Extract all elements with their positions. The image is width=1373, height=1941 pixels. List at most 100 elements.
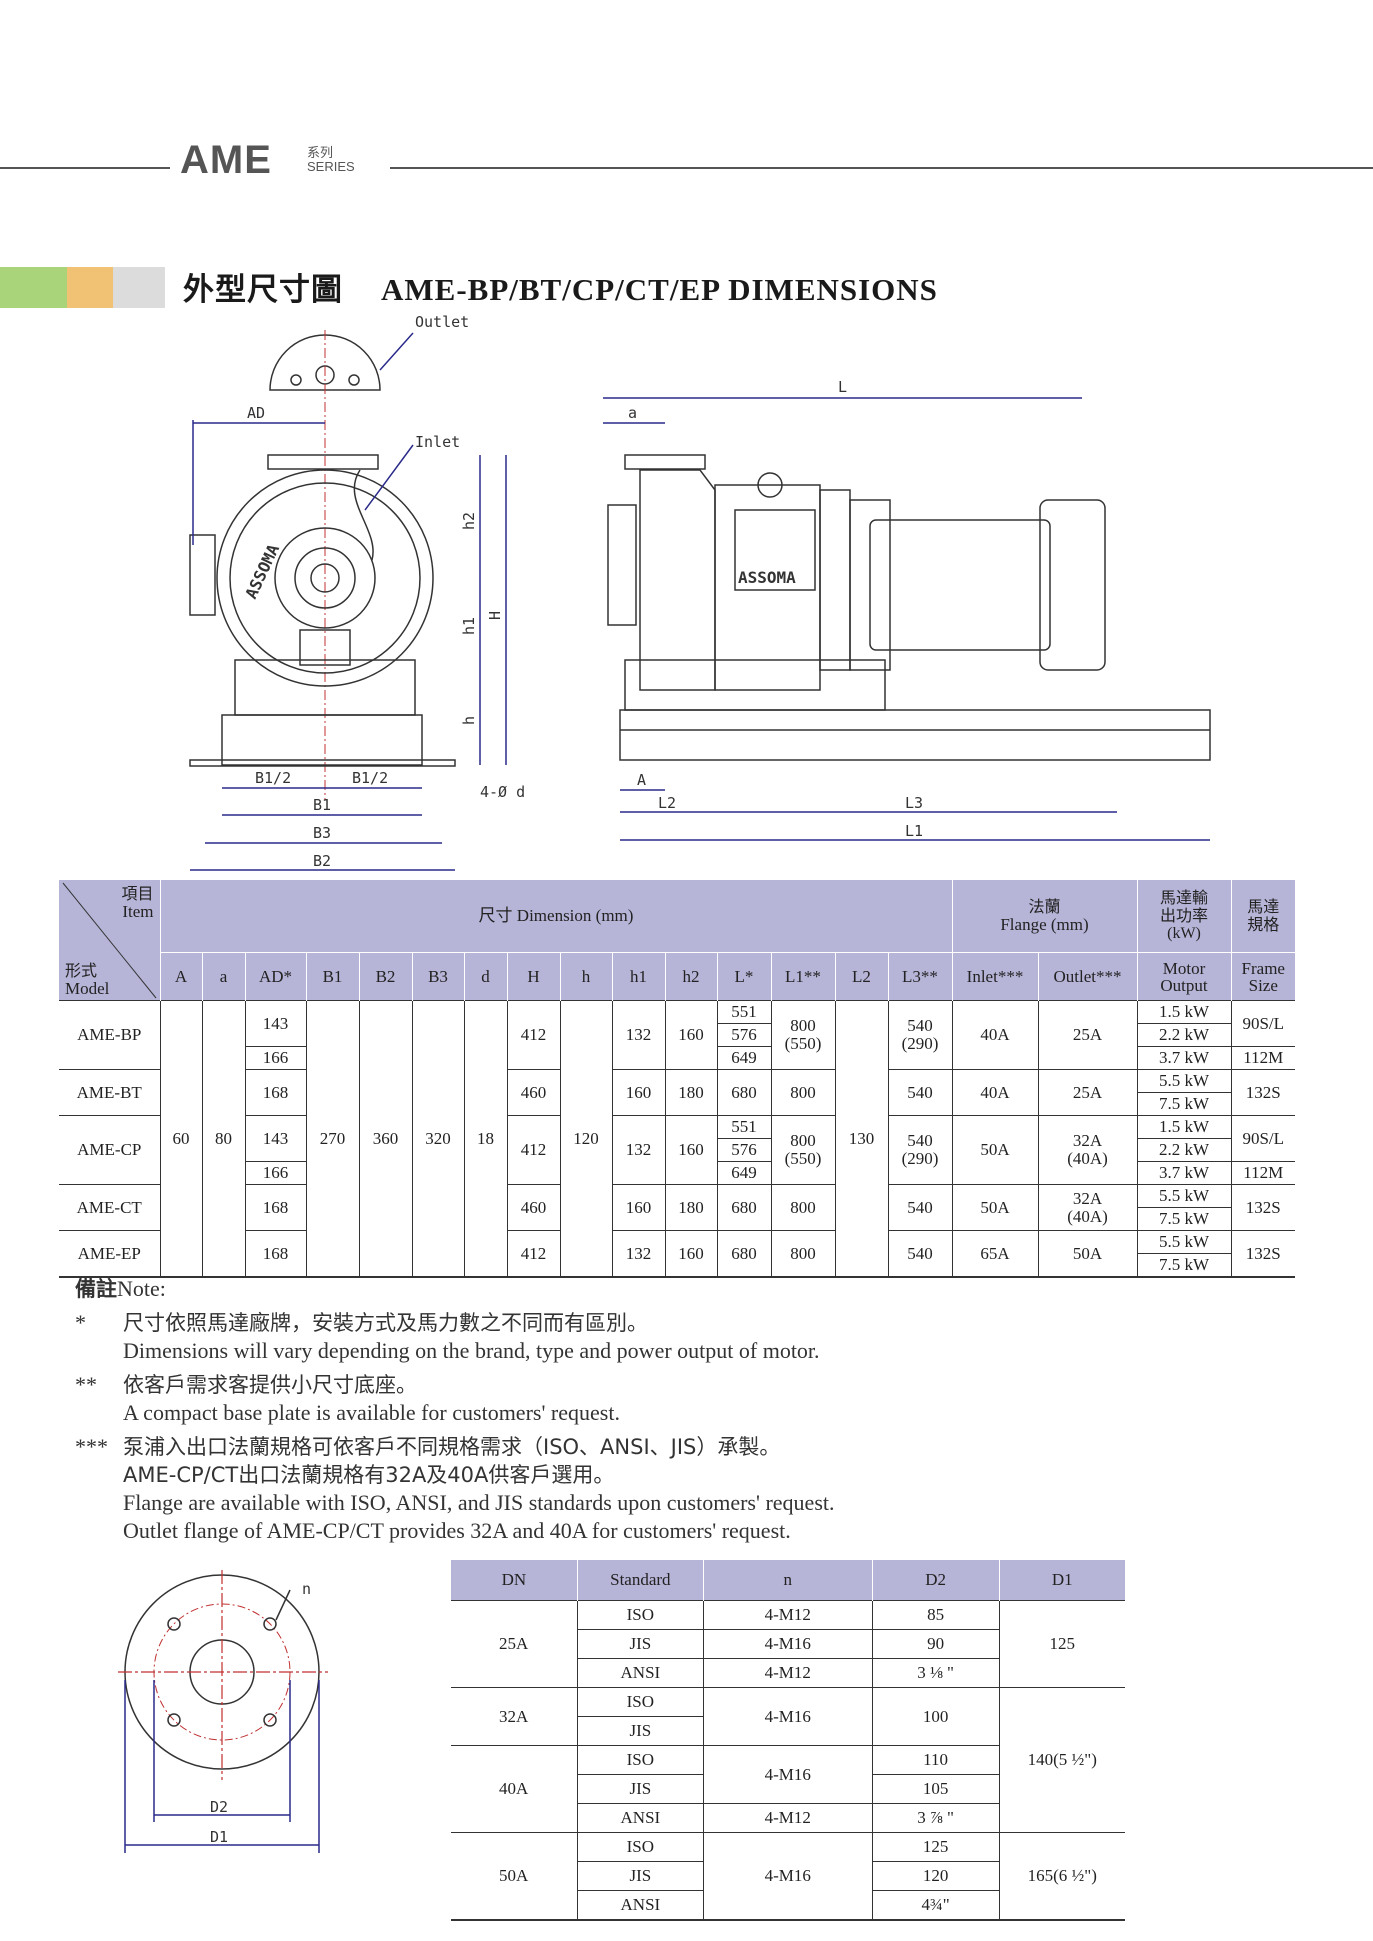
series-en: SERIES [307, 159, 355, 174]
column-header: d [463, 952, 507, 1001]
motor-output-group-header: 馬達輸出功率(kW) [1136, 880, 1231, 953]
cell-H: 412 [506, 1000, 560, 1070]
table-row: 7.5 kW [59, 1253, 1295, 1277]
corner-model-zh: 形式 [65, 960, 98, 980]
flange-column-header: D2 [871, 1560, 1000, 1601]
label-b1-half-right: B1/2 [352, 769, 388, 787]
side-view: ASSOMA L a A L2 L3 L1 [603, 378, 1211, 841]
cell-AD: 168 [244, 1184, 306, 1231]
cell-H: 460 [506, 1184, 560, 1231]
frame-zh1: 馬達 [1247, 897, 1280, 916]
cell-motor-output: 5.5 kW [1136, 1069, 1231, 1093]
cell-L: 680 [716, 1230, 771, 1277]
model-cell: AME-BP [59, 1000, 160, 1070]
flange-standard: ISO [576, 1745, 704, 1775]
front-view: ASSOMA Outlet Inlet AD h2 h1 H h B1/2 B1… [189, 313, 525, 871]
note-item: *尺寸依照馬達廠牌，安裝方式及馬力數之不同而有區別。Dimensions wil… [75, 1309, 835, 1365]
flange-d2: 120 [871, 1861, 1000, 1891]
cell-AD: 143 [244, 1000, 306, 1047]
note-en: A compact base plate is available for cu… [123, 1400, 620, 1425]
note-en: Dimensions will vary depending on the br… [123, 1338, 820, 1363]
cell-outlet: 32A(40A) [1037, 1115, 1137, 1185]
corner-item-en: Item [122, 901, 154, 921]
base-plate [619, 709, 1211, 761]
brand-series: AME [180, 138, 272, 182]
column-header: h2 [664, 952, 717, 1001]
cell-L3: 540 [887, 1069, 952, 1116]
cell-h1: 132 [611, 1000, 665, 1070]
column-header: H [506, 952, 560, 1001]
flange-column-header: n [702, 1560, 873, 1601]
flange-n: 4-M12 [702, 1658, 873, 1688]
flange-d2: 3 ⅞ " [871, 1803, 1000, 1833]
note-zh: 尺寸依照馬達廠牌，安裝方式及馬力數之不同而有區別。 [123, 1311, 648, 1335]
column-header: B2 [358, 952, 412, 1001]
notes-title-zh: 備註 [75, 1277, 117, 1301]
flange-dn: 40A [450, 1745, 578, 1833]
column-header: Motor Output [1136, 952, 1231, 1001]
cell-H: 412 [506, 1115, 560, 1185]
cell-L3: 540 [887, 1230, 952, 1277]
table-row: 7.5 kW [59, 1207, 1295, 1231]
cell-outlet: 32A(40A) [1037, 1184, 1137, 1231]
cell-L1-line1: 800 [790, 1243, 816, 1263]
cell-motor-output: 1.5 kW [1136, 1000, 1231, 1024]
flange-standard: JIS [576, 1774, 704, 1804]
title-en: AME-BP/BT/CP/CT/EP DIMENSIONS [381, 272, 938, 307]
cell-h: 120 [559, 1000, 612, 1277]
flange-d2: 105 [871, 1774, 1000, 1804]
label-H: H [486, 611, 504, 620]
header-rule-left [0, 167, 170, 169]
pump-dimension-drawing: ASSOMA Outlet Inlet AD h2 h1 H h B1/2 B1… [189, 313, 1211, 871]
cell-d: 18 [463, 1000, 507, 1277]
cell-inlet: 65A [951, 1230, 1038, 1277]
cell-H: 412 [506, 1230, 560, 1277]
label-inlet: Inlet [415, 433, 460, 451]
cell-h2: 160 [664, 1115, 717, 1185]
cell-h2: 160 [664, 1230, 717, 1277]
label-D1: D1 [210, 1828, 228, 1846]
cell-B1: 270 [305, 1000, 359, 1277]
cell-h1: 132 [611, 1230, 665, 1277]
cell-L3-line1: 540 [907, 1197, 933, 1217]
flange-dn: 50A [450, 1832, 578, 1920]
cell-frame: 132S [1230, 1184, 1295, 1231]
column-header: B1 [305, 952, 359, 1001]
column-header: L3** [887, 952, 952, 1001]
flange-d1: 165(6 ½") [998, 1832, 1125, 1920]
flange-en: Flange (mm) [1000, 915, 1089, 934]
cell-h2: 180 [664, 1184, 717, 1231]
label-L3: L3 [905, 794, 923, 812]
cell-L3-line2: (290) [901, 1149, 939, 1168]
cell-L1: 800 [770, 1184, 835, 1231]
cell-L: 680 [716, 1184, 771, 1231]
cell-L3: 540(290) [887, 1115, 952, 1185]
assoma-logo-side: ASSOMA [738, 568, 796, 587]
cell-frame: 112M [1230, 1046, 1295, 1070]
cell-A: 60 [159, 1000, 202, 1277]
note-zh: 依客戶需求客提供小尺寸底座。 [123, 1373, 417, 1397]
model-cell: AME-EP [59, 1230, 160, 1277]
cell-outlet: 25A [1037, 1000, 1137, 1070]
title-zh: 外型尺寸圖 [183, 272, 343, 308]
flange-d1: 125 [998, 1600, 1125, 1688]
cell-frame: 90S/L [1230, 1115, 1295, 1162]
cell-L3-line2: (290) [901, 1034, 939, 1053]
cell-AD: 168 [244, 1230, 306, 1277]
page-title: 外型尺寸圖 AME-BP/BT/CP/CT/EP DIMENSIONS [183, 264, 976, 309]
flange-drawing: n D2 D1 [118, 1570, 328, 1853]
notes-title-en: Note: [117, 1276, 166, 1301]
cell-h1: 132 [611, 1115, 665, 1185]
flange-column-header: Standard [576, 1560, 704, 1601]
note-item: ***泵浦入出口法蘭規格可依客戶不同規格需求（ISO、ANSI、JIS）承製。A… [75, 1433, 835, 1545]
flange-n: 4-M16 [702, 1832, 873, 1920]
flange-standard: ISO [576, 1832, 704, 1862]
